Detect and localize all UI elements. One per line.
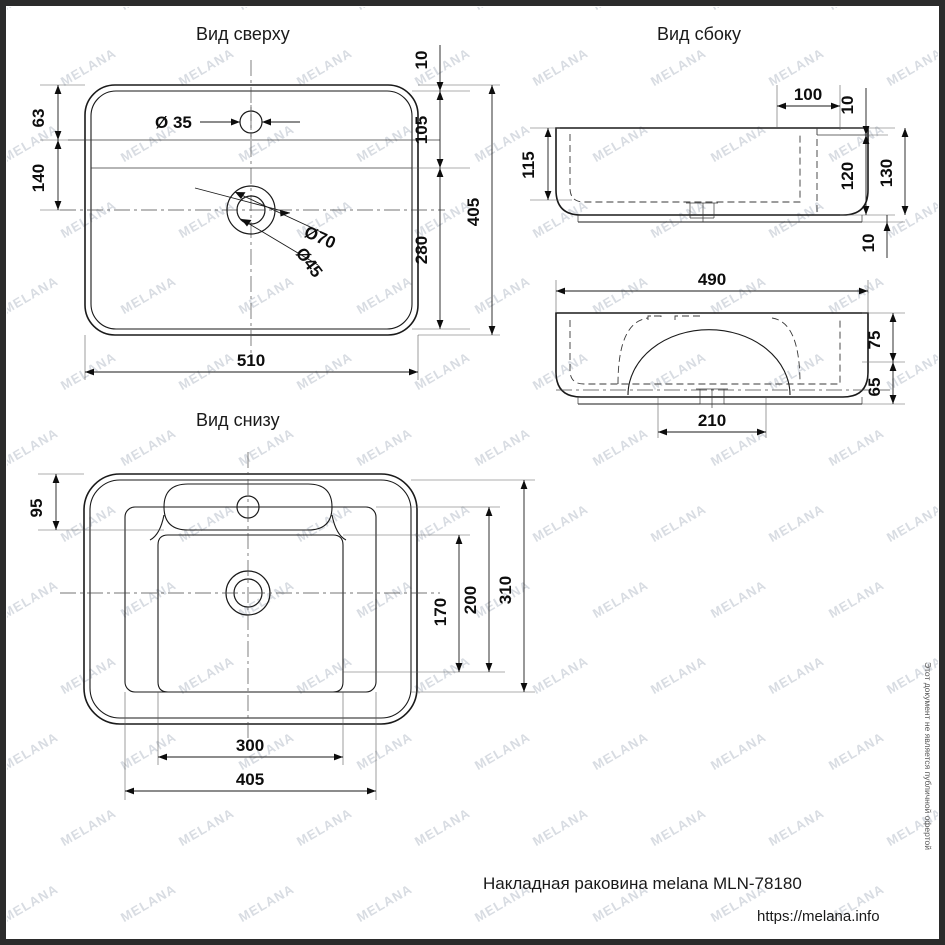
side-view-geometry [555,127,869,223]
dim-front-75: 75 [865,331,884,350]
front-view-geometry [555,312,890,408]
dim-bottom-95: 95 [27,499,46,518]
view-title-side: Вид сбоку [657,24,741,44]
dim-side-100: 100 [794,85,822,104]
dim-bottom-405: 405 [236,770,264,789]
dim-top-10: 10 [412,51,431,70]
dim-bottom-300: 300 [236,736,264,755]
bottom-view-geometry [60,452,440,745]
dim-top-63: 63 [29,109,48,128]
front-view-dimensions: 490 75 65 210 [555,270,905,438]
disclaimer-note: Этот документ не является публичной офер… [923,662,933,850]
dim-top-140: 140 [29,164,48,192]
dim-top-dia35: Ø 35 [155,113,192,132]
view-title-bottom: Вид снизу [196,410,280,430]
dim-side-130: 130 [877,159,896,187]
dim-top-510: 510 [237,351,265,370]
dim-top-405: 405 [464,198,483,226]
side-view-dimensions: 115 100 10 120 130 [519,85,909,258]
top-view-geometry [60,60,445,360]
product-url[interactable]: https://melana.info [757,908,880,925]
dim-bottom-310: 310 [496,576,515,604]
product-title: Накладная раковина melana MLN-78180 [483,874,802,893]
dim-top-105: 105 [412,116,431,144]
dim-front-210: 210 [698,411,726,430]
dim-front-65: 65 [865,378,884,397]
bottom-view-dimensions: 95 170 200 310 [27,473,535,800]
dim-side-10-bot: 10 [859,234,878,253]
dim-bottom-200: 200 [461,586,480,614]
dim-top-dia45: Ø45 [292,244,327,281]
dim-side-10-top: 10 [838,96,857,115]
view-title-top: Вид сверху [196,24,290,44]
dim-top-280: 280 [412,236,431,264]
dim-front-490: 490 [698,270,726,289]
dim-side-115: 115 [519,151,538,178]
dim-side-120: 120 [838,162,857,190]
dim-bottom-170: 170 [431,598,450,626]
